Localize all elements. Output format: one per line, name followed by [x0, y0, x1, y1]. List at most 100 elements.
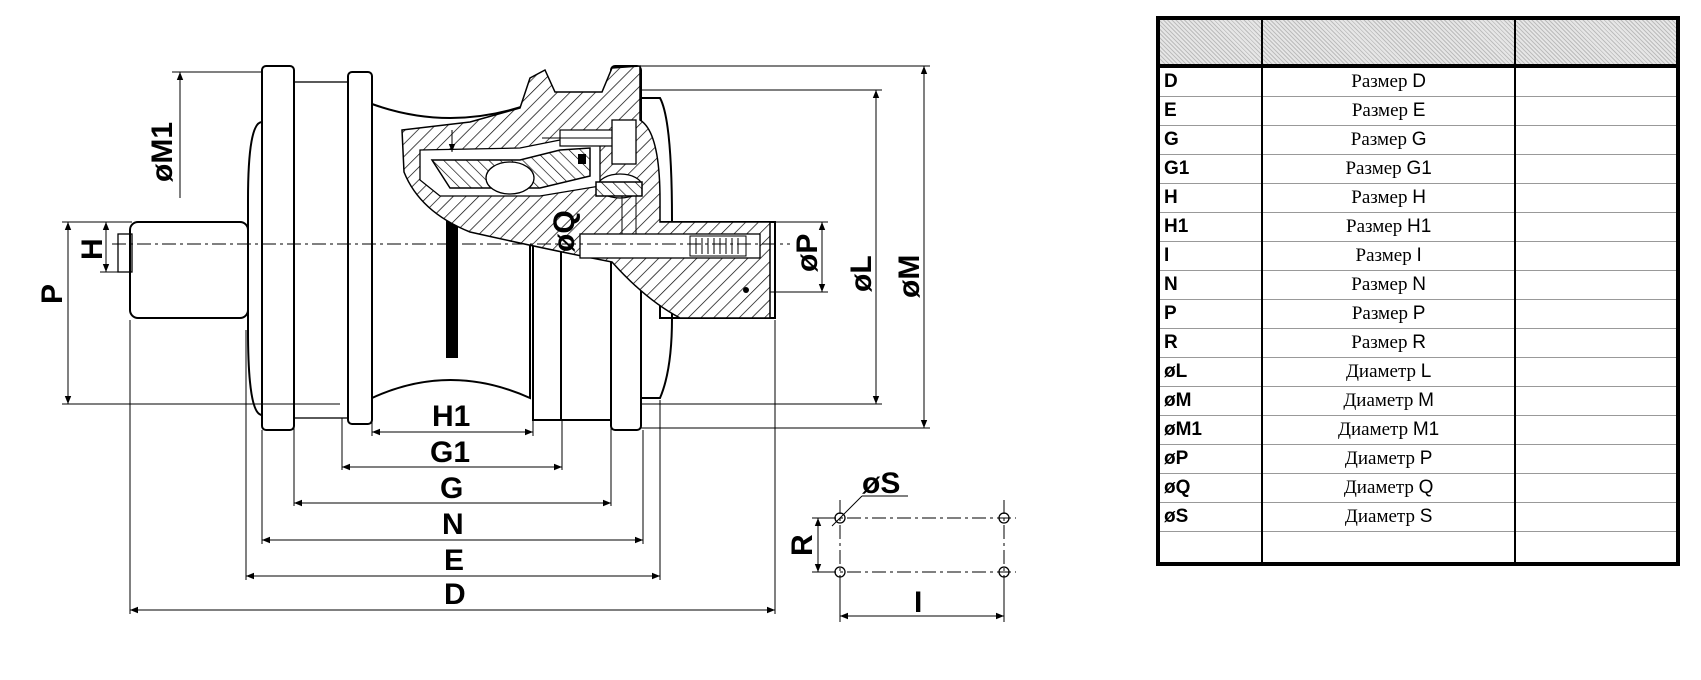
description-letter: G	[1411, 129, 1427, 150]
description-letter: D	[1412, 71, 1426, 92]
dimension-description: Диаметр Q	[1261, 473, 1517, 503]
description-letter: N	[1412, 274, 1426, 295]
description-word: Размер	[1350, 129, 1407, 150]
dimension-code: H1	[1156, 212, 1264, 242]
dimension-description: Диаметр M1	[1261, 415, 1517, 445]
dimension-value	[1514, 96, 1679, 126]
description-word: Размер	[1351, 274, 1408, 295]
empty-cell	[1514, 531, 1679, 565]
label-g1: G1	[430, 436, 470, 469]
dimension-value	[1514, 299, 1679, 329]
description-letter: L	[1420, 361, 1432, 382]
dimension-description: Размер I	[1261, 241, 1517, 271]
dimension-code: øM1	[1156, 415, 1264, 445]
dimension-value	[1514, 212, 1679, 242]
description-letter: I	[1416, 245, 1422, 266]
description-word: Размер	[1346, 216, 1403, 237]
dimension-description: Размер N	[1261, 270, 1517, 300]
description-word: Размер	[1351, 332, 1408, 353]
header-cell	[1261, 18, 1517, 68]
dim-d: D	[130, 578, 775, 614]
bolt-hole	[998, 512, 1010, 524]
label-q: øQ	[548, 210, 581, 252]
empty-cell	[1156, 531, 1264, 565]
description-word: Размер	[1351, 303, 1409, 324]
dimension-code: G1	[1156, 154, 1264, 184]
dim-l: øL	[640, 89, 882, 405]
description-word: Диаметр	[1343, 477, 1414, 498]
dimension-code: øM	[1156, 386, 1264, 416]
dimension-description: Размер H1	[1261, 212, 1517, 242]
label-r: R	[786, 534, 819, 556]
label-m1: øM1	[146, 122, 179, 182]
dimension-value	[1514, 357, 1679, 387]
label-l: øL	[845, 255, 878, 292]
dimension-value	[1514, 386, 1679, 416]
dim-h1: H1	[372, 400, 533, 436]
bolt-hole	[998, 566, 1010, 578]
dimension-value	[1514, 125, 1679, 155]
dimension-code: øS	[1156, 502, 1264, 532]
label-m: øM	[893, 255, 926, 298]
label-n: N	[442, 508, 464, 541]
label-p: P	[36, 284, 69, 304]
dimension-value	[1514, 502, 1679, 532]
description-letter: S	[1419, 506, 1433, 527]
dimension-code: øL	[1156, 357, 1264, 387]
dimension-description: Диаметр M	[1261, 386, 1517, 416]
label-i: I	[914, 586, 922, 619]
description-letter: R	[1412, 332, 1426, 353]
description-letter: Q	[1418, 477, 1434, 498]
dim-m1: øM1	[146, 71, 262, 198]
dim-h: H	[76, 221, 132, 273]
dimension-code: R	[1156, 328, 1264, 358]
dim-p: P	[36, 221, 340, 405]
dimension-value	[1514, 444, 1679, 474]
dim-m: øM	[640, 65, 930, 429]
dimension-code: øQ	[1156, 473, 1264, 503]
description-word: Размер	[1351, 100, 1409, 121]
dimension-description: Диаметр L	[1261, 357, 1517, 387]
dimension-description: Диаметр S	[1261, 502, 1517, 532]
label-e: E	[444, 544, 464, 577]
description-letter: E	[1412, 100, 1426, 121]
dimension-description: Диаметр P	[1261, 444, 1517, 474]
description-letter: M1	[1412, 419, 1440, 440]
dimension-value	[1514, 473, 1679, 503]
label-pdia: øP	[791, 234, 824, 272]
description-word: Диаметр	[1345, 361, 1416, 382]
description-word: Размер	[1351, 187, 1408, 208]
dimension-code: E	[1156, 96, 1264, 126]
dimension-code: H	[1156, 183, 1264, 213]
dimension-description: Размер H	[1261, 183, 1517, 213]
description-letter: H1	[1406, 216, 1432, 237]
dimension-description: Размер G1	[1261, 154, 1517, 184]
description-word: Размер	[1351, 71, 1408, 92]
description-word: Диаметр	[1344, 448, 1415, 469]
dimension-code: D	[1156, 66, 1264, 97]
dimension-description: Размер D	[1261, 66, 1517, 97]
dimension-value	[1514, 183, 1679, 213]
description-word: Диаметр	[1343, 390, 1414, 411]
label-h: H	[76, 238, 109, 260]
dimension-code: P	[1156, 299, 1264, 329]
description-word: Диаметр	[1338, 419, 1409, 440]
dimension-value	[1514, 154, 1679, 184]
dimension-code: øP	[1156, 444, 1264, 474]
description-letter: H	[1412, 187, 1426, 208]
dimension-code: G	[1156, 125, 1264, 155]
dimension-description: Размер R	[1261, 328, 1517, 358]
